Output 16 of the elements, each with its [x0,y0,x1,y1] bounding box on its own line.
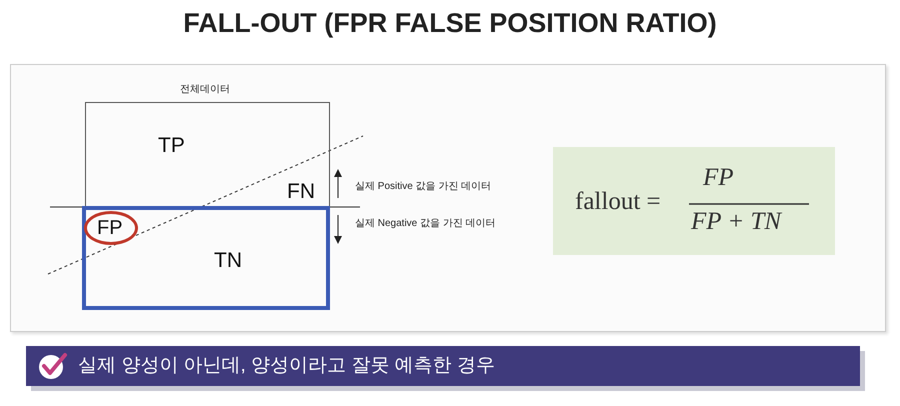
quadrant-label: FP [97,218,123,238]
quadrant-label: TP [158,135,185,156]
formula-box [553,147,835,255]
summary-text: 실제 양성이 아닌데, 양성이라고 잘못 예측한 경우 [78,356,495,375]
formula-denominator: FP + TN [691,209,782,234]
formula-numerator: FP [703,165,734,190]
quadrant-label: TN [214,250,242,271]
title: FALL-OUT (FPR FALSE POSITION RATIO) [182,8,718,39]
quadrant-label: FN [287,181,315,202]
heading-label: 전체데이터 [180,85,230,95]
formula-text: fallout = [575,189,661,214]
side-label: 실제 Negative 값을 가진 데이터 [355,219,496,229]
summary-banner [26,346,860,386]
negative-box [82,206,330,310]
side-label: 실제 Positive 값을 가진 데이터 [355,182,492,192]
highlight-ellipse [84,211,138,245]
